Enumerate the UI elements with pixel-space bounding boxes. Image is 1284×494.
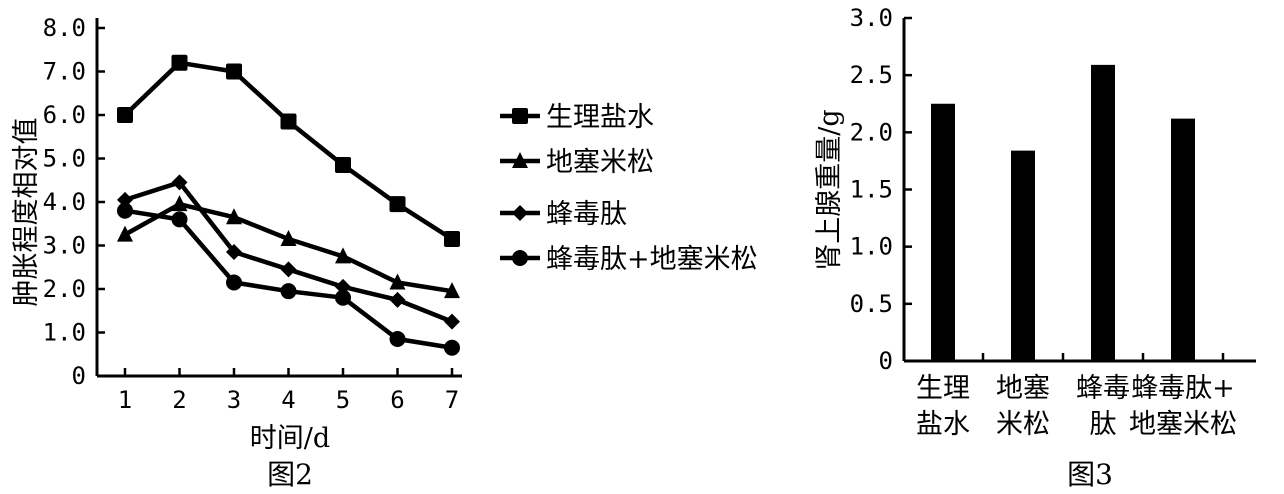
line-chart: 0 1.0 2.0 3.0 4.0 5.0 6.0 7.0 8.0 1 2 3 4 5 6 7 时间/d 肿… [11,14,758,491]
legend-label: 地塞米松 [546,147,654,178]
bar-chart-y-tick-label: 1.0 [850,233,893,261]
line-chart-y-tick-label: 2.0 [43,275,86,303]
line-chart-point [444,282,460,299]
line-chart-point [280,261,297,278]
bar-chart-bar [1091,64,1115,362]
line-chart-point [335,247,351,264]
bar-chart-y-label: 肾上腺重量/g [814,109,845,270]
bar-chart-category-label: 蜂毒肽+ [1131,373,1235,404]
line-chart-point [226,208,242,225]
bar-chart-y-tick-label: 2.0 [850,118,893,146]
line-chart-y-tick-label: 6.0 [43,101,86,129]
line-chart-point [335,157,351,174]
line-chart-point [226,244,242,261]
line-chart-point [335,289,351,306]
line-chart-y-tick-label: 7.0 [43,58,86,86]
line-chart-point [117,107,133,123]
line-chart-point [171,211,188,228]
bar-chart-category-label: 米松 [996,409,1050,440]
bar-chart-category-label: 盐水 [916,409,970,440]
line-chart-y-tick-label: 4.0 [43,188,86,216]
line-chart-caption: 图2 [267,458,313,491]
bar-chart-y-tick-label: 2.5 [850,61,893,89]
line-chart-x-tick-label: 6 [390,386,404,414]
line-chart-point [389,331,406,348]
bar-chart-category-label: 肽 [1090,409,1117,440]
line-chart-series-line [123,60,454,241]
line-chart-y-tick-label: 1.0 [43,319,86,347]
line-chart-x-tick-label: 4 [281,386,295,414]
bar-chart: 00.51.01.52.02.53.0 生理盐水地塞米松蜂毒肽蜂毒肽+地塞米松 … [814,4,1256,491]
line-chart-point [226,63,242,80]
line-chart-y-label: 肿胀程度相对值 [11,118,42,307]
line-chart-point [171,195,188,212]
line-chart-point [280,283,297,300]
legend-marker [512,250,528,266]
bar-chart-category-label: 地塞米松 [1129,409,1237,440]
line-chart-point [389,196,406,213]
line-chart-x-tick-label: 3 [227,386,241,414]
line-chart-y-tick-label: 5.0 [43,145,86,173]
bar-chart-y-tick-label: 3.0 [850,4,893,32]
line-chart-point [444,313,460,330]
line-chart-y-tick-label: 3.0 [43,232,86,260]
bar-chart-bar [1171,118,1195,361]
bar-chart-y-tick-label: 0 [879,347,893,375]
line-chart-point [280,229,297,246]
line-chart-point [280,113,297,130]
legend-marker [512,205,528,221]
bar-chart-bar [1011,150,1035,361]
legend-label: 蜂毒肽+地塞米松 [546,244,758,275]
legend-marker [512,108,528,124]
legend-label: 蜂毒肽 [546,199,627,230]
line-chart-point [171,174,188,191]
legend-marker [512,152,528,168]
bar-chart-caption: 图3 [1067,458,1113,491]
line-chart-point [389,273,406,290]
line-chart-point [389,291,406,308]
legend-label: 生理盐水 [546,102,654,133]
bar-chart-category-label: 蜂毒 [1076,373,1130,404]
line-chart-x-tick-label: 5 [336,386,350,414]
line-chart-x-tick-label: 7 [445,386,459,414]
line-chart-point [444,339,460,356]
bar-chart-y-tick-label: 1.5 [850,176,893,204]
line-chart-point [117,202,133,219]
line-chart-x-tick-label: 2 [172,386,186,414]
line-chart-point [171,54,188,71]
bar-chart-category-label: 生理 [916,373,970,404]
line-chart-y-tick-label: 8.0 [43,14,86,42]
line-chart-point [117,225,133,242]
line-chart-y-tick-label: 0 [72,362,86,390]
bar-chart-bar [931,103,955,361]
line-chart-point [226,274,242,291]
bar-chart-y-tick-label: 0.5 [850,290,893,318]
line-chart-x-tick-label: 1 [118,386,132,414]
line-chart-x-label: 时间/d [250,423,330,454]
bar-chart-category-label: 地塞 [996,373,1050,404]
line-chart-point [444,230,460,247]
